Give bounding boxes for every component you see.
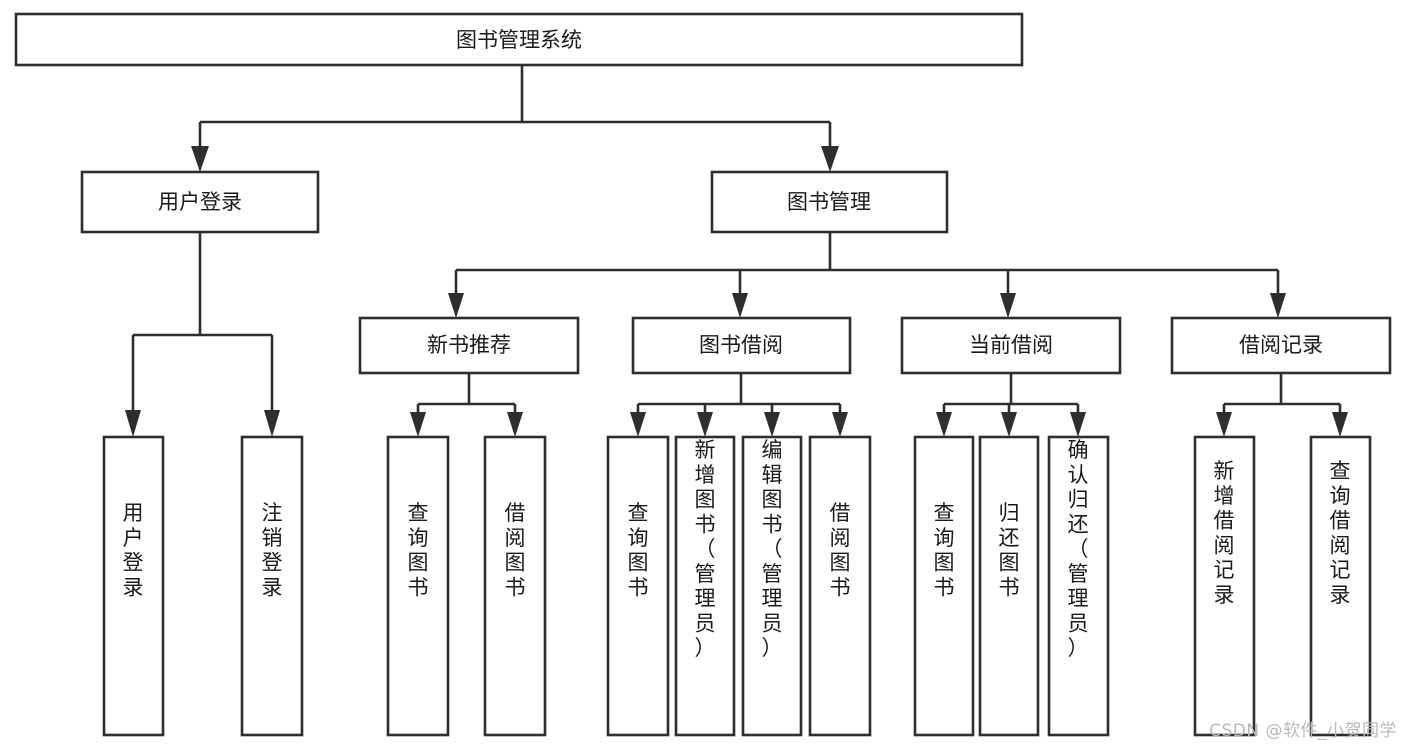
arrow-head-borrowrecord-leaf-1 xyxy=(1216,412,1232,437)
leaf-node-br-add-record[interactable]: 新增借阅记录 xyxy=(1193,435,1256,737)
connector-layer xyxy=(125,65,1348,437)
leaf-node-nbr-borrow-book-box xyxy=(483,435,547,737)
leaf-node-cb-confirm-return-box xyxy=(1047,435,1110,737)
leaf-node-bb-add-book-box xyxy=(674,435,736,737)
leaf-node-cb-query-book-label: 查询图书 xyxy=(934,501,955,599)
node-borrow-record-label: 借阅记录 xyxy=(1239,333,1323,357)
leaf-node-user-logout-box xyxy=(240,435,304,737)
node-book-management-label: 图书管理 xyxy=(787,190,871,214)
leaf-node-br-add-record-label: 新增借阅记录 xyxy=(1214,459,1235,607)
node-current-borrow-label: 当前借阅 xyxy=(969,333,1053,357)
leaf-node-bb-edit-book-box xyxy=(741,435,803,737)
node-book-management[interactable]: 图书管理 xyxy=(710,170,949,234)
arrow-head-bookborrow-leaf-2 xyxy=(697,412,713,437)
leaf-node-user-login[interactable]: 用户登录 xyxy=(102,435,165,737)
leaf-node-bb-borrow-book-label: 借阅图书 xyxy=(830,501,851,599)
node-book-management-box xyxy=(710,170,949,234)
node-root-system[interactable]: 图书管理系统 xyxy=(14,12,1024,67)
leaf-node-user-login-label: 用户登录 xyxy=(123,501,144,599)
arrow-head-bookmgmt xyxy=(821,146,839,172)
leaf-node-nbr-query-book[interactable]: 查询图书 xyxy=(386,435,450,737)
node-user-login[interactable]: 用户登录 xyxy=(80,170,320,234)
leaf-node-cb-return-book[interactable]: 归还图书 xyxy=(978,435,1040,737)
arrow-head-bookborrow-leaf-3 xyxy=(764,412,780,437)
leaf-node-br-query-record-box xyxy=(1309,435,1372,737)
leaf-node-cb-query-book-box xyxy=(913,435,975,737)
leaf-node-user-logout[interactable]: 注销登录 xyxy=(240,435,304,737)
arrow-head-currentborrow-leaf-1 xyxy=(936,412,952,437)
node-user-login-label: 用户登录 xyxy=(158,190,242,214)
arrow-head-currentborrow xyxy=(1000,293,1016,318)
leaf-node-br-add-record-box xyxy=(1193,435,1256,737)
leaf-node-nbr-query-book-label: 查询图书 xyxy=(408,501,429,599)
leaf-node-cb-confirm-return-label: 确认归还（管理员） xyxy=(1068,438,1089,660)
node-book-borrow-box xyxy=(631,316,852,375)
arrow-head-leaf-user-logout xyxy=(264,410,280,437)
leaf-node-cb-confirm-return[interactable]: 确认归还（管理员） xyxy=(1047,435,1110,737)
leaf-node-cb-query-book[interactable]: 查询图书 xyxy=(913,435,975,737)
arrow-head-borrowrecord-leaf-2 xyxy=(1332,412,1348,437)
arrow-head-currentborrow-leaf-3 xyxy=(1070,412,1086,437)
arrow-head-bookborrow-leaf-4 xyxy=(832,412,848,437)
node-new-book-recommend-box xyxy=(358,316,580,375)
leaf-node-bb-query-book-label: 查询图书 xyxy=(628,501,649,599)
leaf-node-cb-return-book-box xyxy=(978,435,1040,737)
node-book-borrow-label: 图书借阅 xyxy=(699,333,783,357)
arrow-head-bookborrow xyxy=(732,293,748,318)
arrow-head-newbook xyxy=(448,293,464,318)
node-user-login-box xyxy=(80,170,320,234)
node-root-system-box xyxy=(14,12,1024,67)
leaf-node-nbr-borrow-book-label: 借阅图书 xyxy=(505,501,526,599)
node-current-borrow[interactable]: 当前借阅 xyxy=(900,316,1122,375)
arrow-head-borrowrecord xyxy=(1270,293,1286,318)
leaf-node-bb-borrow-book-box xyxy=(808,435,872,737)
leaf-node-bb-borrow-book[interactable]: 借阅图书 xyxy=(808,435,872,737)
leaf-node-cb-return-book-label: 归还图书 xyxy=(999,501,1020,599)
arrow-head-newbook-leaf-2 xyxy=(507,412,523,437)
leaf-node-br-query-record-label: 查询借阅记录 xyxy=(1330,459,1351,607)
node-root-system-label: 图书管理系统 xyxy=(456,28,582,52)
leaf-node-user-logout-label: 注销登录 xyxy=(262,501,283,599)
arrow-head-leaf-user-login xyxy=(125,410,141,437)
leaf-node-bb-add-book-label: 新增图书（管理员） xyxy=(695,438,716,660)
leaf-node-bb-query-book[interactable]: 查询图书 xyxy=(606,435,670,737)
leaf-node-bb-edit-book-label: 编辑图书（管理员） xyxy=(762,438,783,660)
arrow-head-userlogin xyxy=(191,146,209,172)
leaf-node-bb-add-book[interactable]: 新增图书（管理员） xyxy=(674,435,736,737)
leaf-node-nbr-borrow-book[interactable]: 借阅图书 xyxy=(483,435,547,737)
arrow-head-bookborrow-leaf-1 xyxy=(630,412,646,437)
node-borrow-record[interactable]: 借阅记录 xyxy=(1170,316,1392,375)
node-book-borrow[interactable]: 图书借阅 xyxy=(631,316,852,375)
node-new-book-recommend[interactable]: 新书推荐 xyxy=(358,316,580,375)
arrow-head-newbook-leaf-1 xyxy=(410,412,426,437)
leaf-node-user-login-box xyxy=(102,435,165,737)
node-new-book-recommend-label: 新书推荐 xyxy=(427,333,511,357)
node-borrow-record-box xyxy=(1170,316,1392,375)
node-current-borrow-box xyxy=(900,316,1122,375)
leaf-node-br-query-record[interactable]: 查询借阅记录 xyxy=(1309,435,1372,737)
leaf-node-bb-edit-book[interactable]: 编辑图书（管理员） xyxy=(741,435,803,737)
arrow-head-currentborrow-leaf-2 xyxy=(1001,412,1017,437)
leaf-node-nbr-query-book-box xyxy=(386,435,450,737)
leaf-node-bb-query-book-box xyxy=(606,435,670,737)
